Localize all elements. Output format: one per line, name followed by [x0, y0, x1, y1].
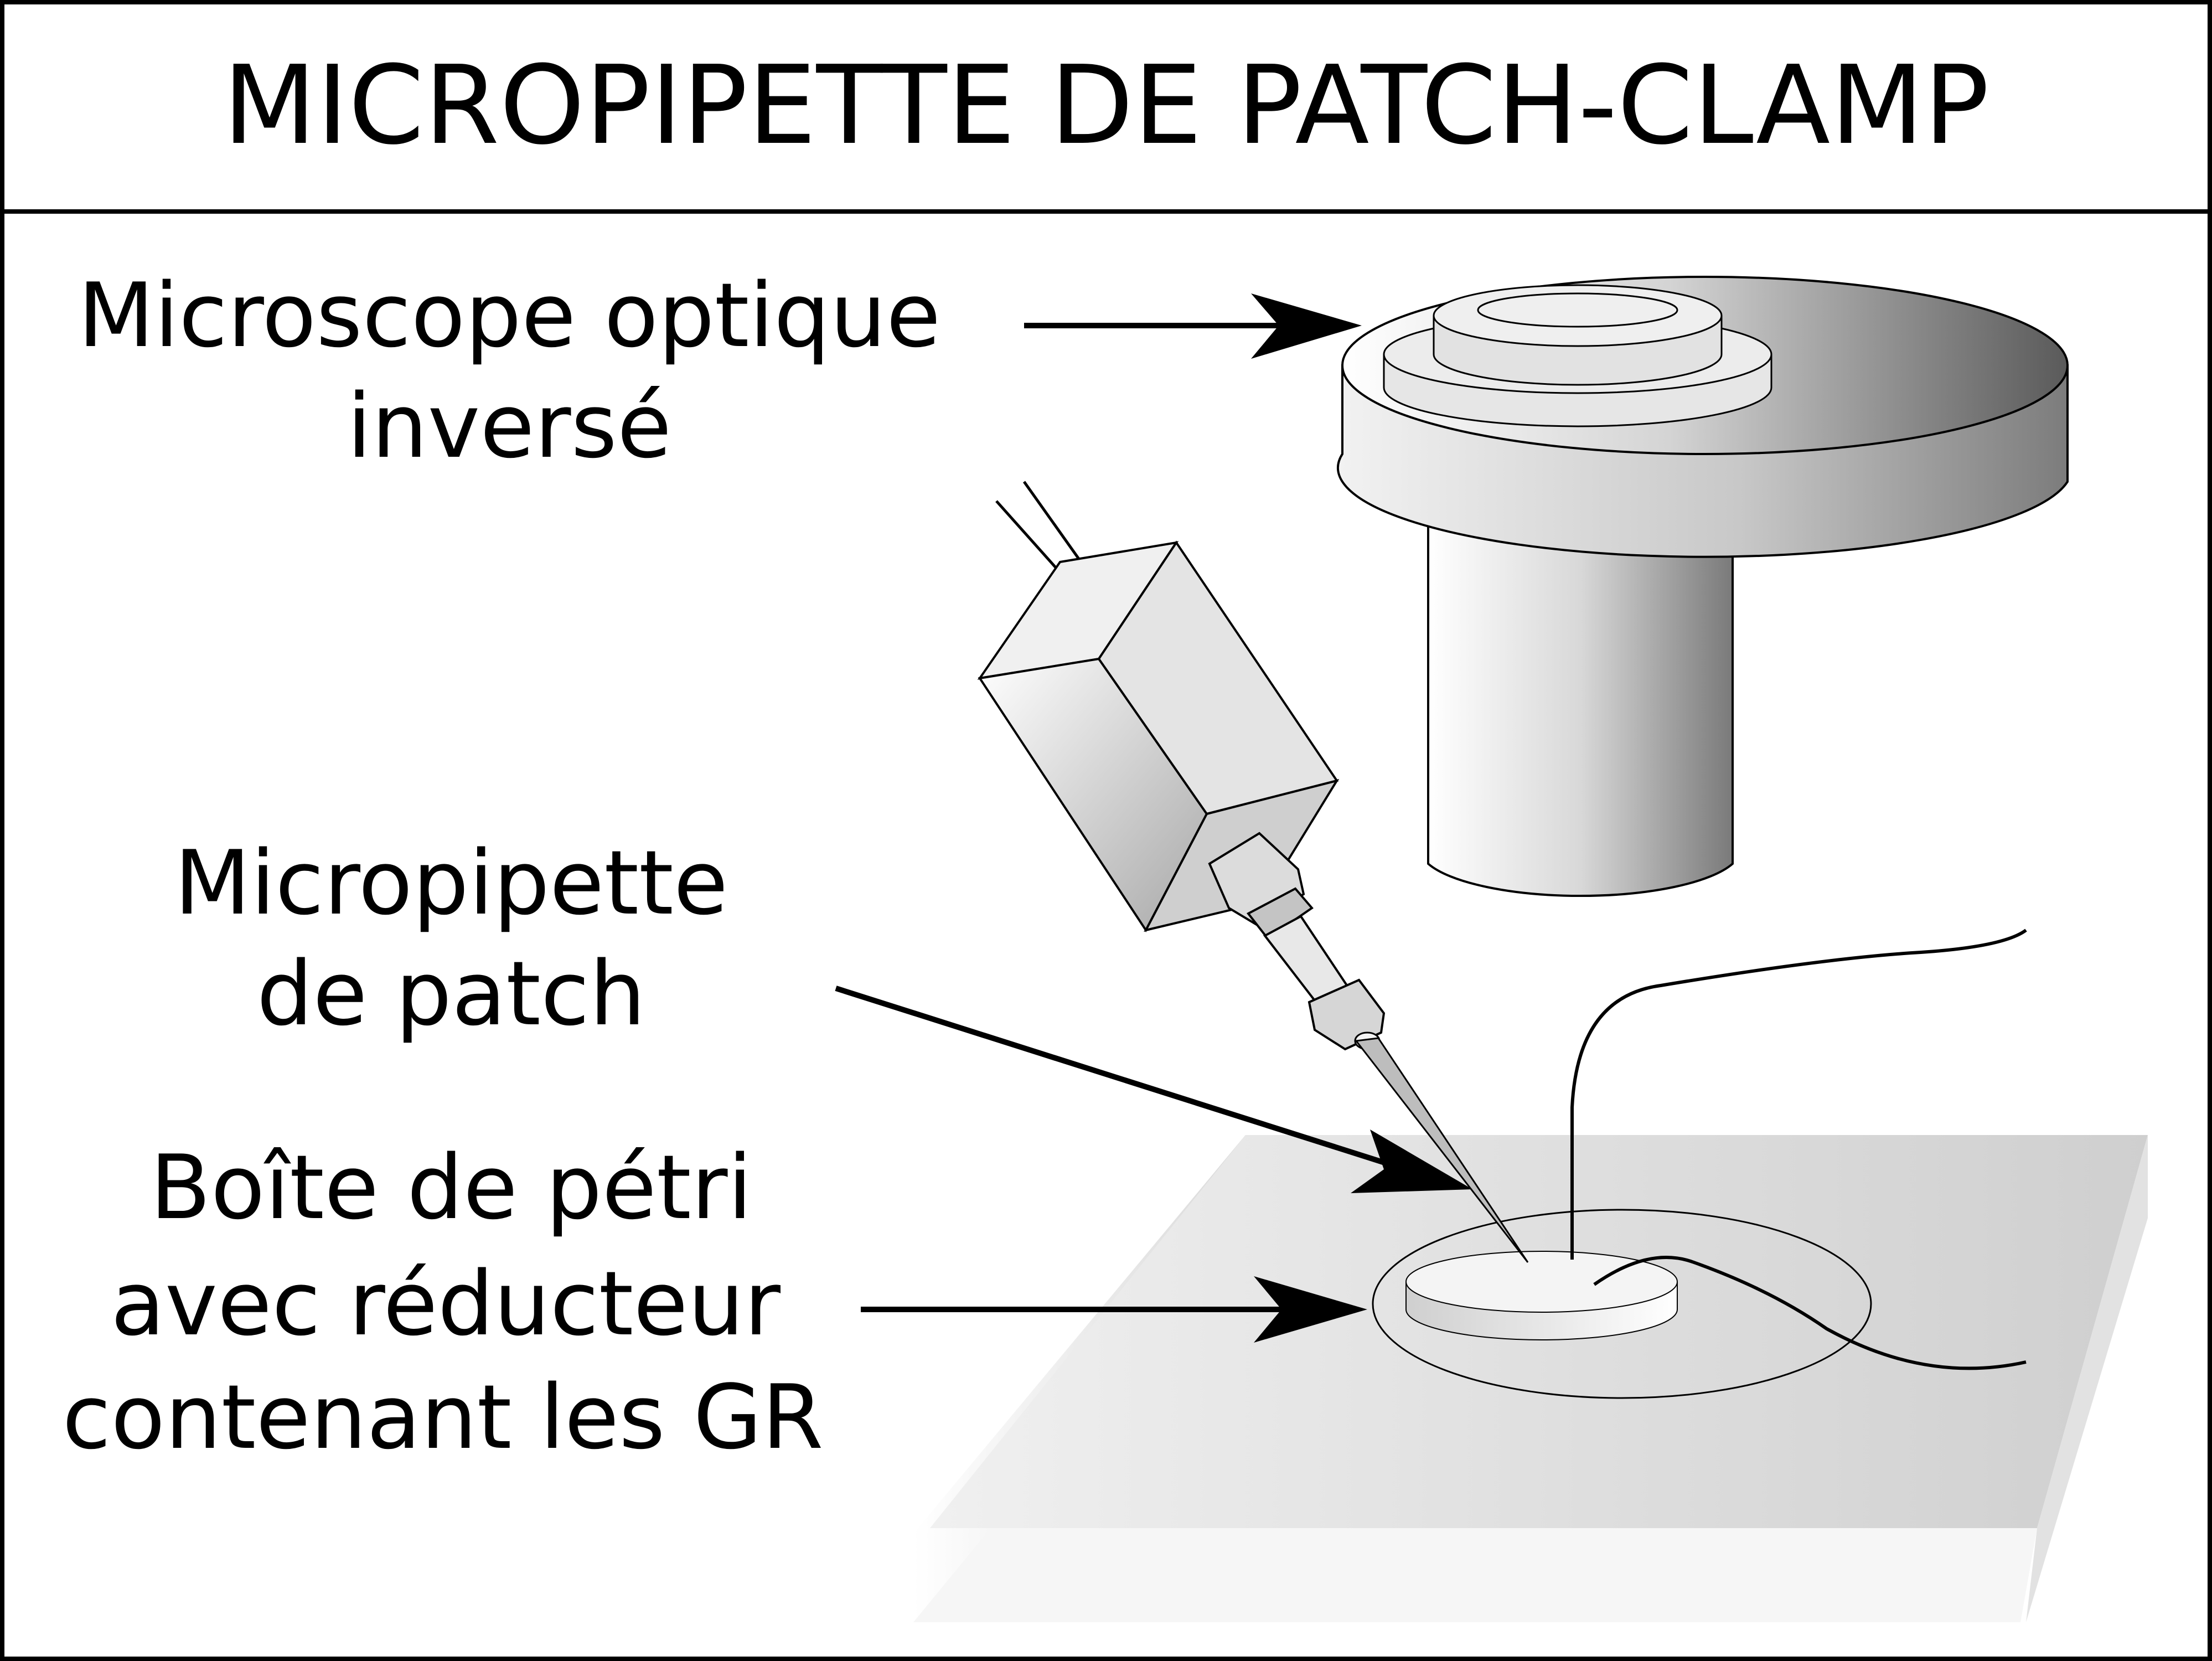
reference-wire — [1570, 928, 2027, 1260]
label-petri-line1: Boîte de pétri — [150, 1136, 752, 1239]
label-petri: Boîte de pétri avec réducteur contenant … — [62, 1136, 823, 1469]
microscope-objective — [1427, 519, 1734, 897]
label-microscope-line1: Microscope optique — [78, 264, 941, 367]
label-micropipette-line2: de patch — [257, 942, 646, 1045]
microscope-turret — [1336, 276, 2069, 558]
arrow-micropipette — [835, 986, 1472, 1193]
perfusion-wire — [1593, 1256, 2027, 1370]
label-micropipette: Micropipette de patch — [174, 831, 728, 1045]
petri-dish — [1372, 1209, 1872, 1399]
micropipette-holder — [977, 481, 1529, 1263]
arrow-petri — [861, 1276, 1367, 1343]
label-microscope-line2: inversé — [347, 374, 672, 478]
label-petri-line2: avec réducteur — [111, 1252, 781, 1355]
figure-title: MICROPIPETTE DE PATCH-CLAMP — [223, 43, 1989, 169]
label-micropipette-line1: Micropipette — [174, 831, 728, 935]
label-petri-line3: contenant les GR — [62, 1365, 823, 1469]
label-microscope: Microscope optique inversé — [78, 264, 941, 478]
arrow-microscope — [1024, 293, 1362, 359]
